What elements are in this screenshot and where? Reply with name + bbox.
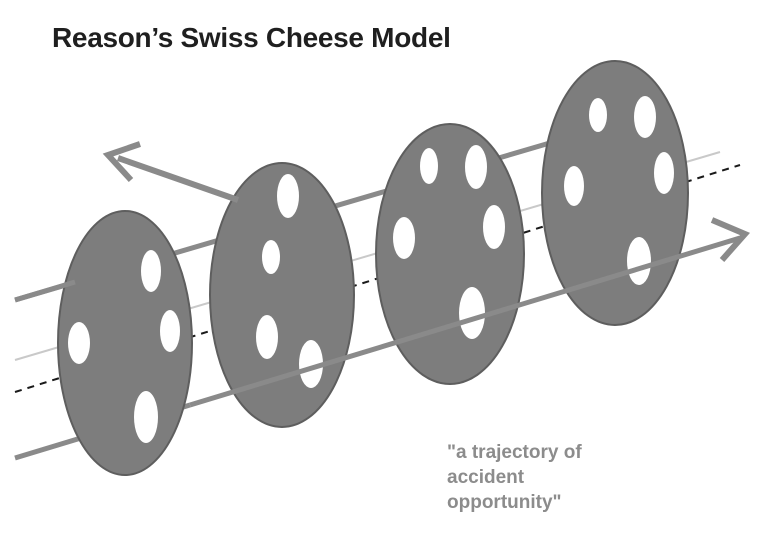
slice-hole <box>483 205 505 249</box>
cheese-slice-2 <box>209 162 355 428</box>
cheese-slice-4 <box>541 60 689 326</box>
upper-trajectory-line-front <box>14 279 76 303</box>
slice-hole <box>160 310 180 352</box>
slice-hole <box>654 152 674 194</box>
slice-hole <box>256 315 278 359</box>
slice-hole <box>627 237 651 285</box>
slice-hole <box>393 217 415 259</box>
blocked-trajectory-arrow <box>102 141 239 203</box>
diagram-title: Reason’s Swiss Cheese Model <box>52 22 451 53</box>
slice-hole <box>299 340 323 388</box>
slice-hole <box>589 98 607 132</box>
trajectory-annotation: "a trajectory of accident opportunity" <box>447 440 667 515</box>
annotation-line-2: accident <box>447 467 525 488</box>
accident-arrowhead <box>710 217 751 262</box>
lower-trajectory-line-front <box>189 235 741 408</box>
slice-hole <box>564 166 584 206</box>
cheese-slice-3 <box>375 123 525 385</box>
slice-hole <box>420 148 438 184</box>
slice-hole <box>262 240 280 274</box>
annotation-line-3: opportunity" <box>447 492 562 513</box>
slice-hole <box>141 250 161 292</box>
slice-hole <box>465 145 487 189</box>
slice-hole <box>459 287 485 339</box>
cheese-slice-1 <box>57 210 193 476</box>
annotation-line-1: "a trajectory of <box>447 442 582 463</box>
slice-hole <box>68 322 90 364</box>
front-lines <box>14 217 751 408</box>
slice-hole <box>134 391 158 443</box>
slice-hole <box>277 174 299 218</box>
slice-hole <box>634 96 656 138</box>
